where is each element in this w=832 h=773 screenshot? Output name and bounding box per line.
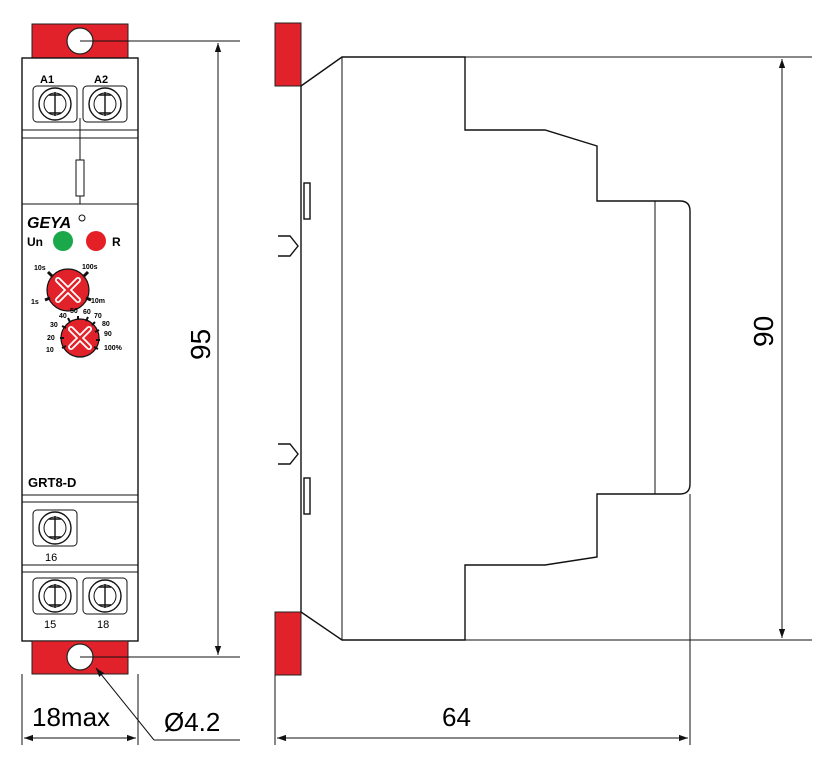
din-latch-lower (278, 443, 299, 465)
percent-label-20: 20 (47, 335, 55, 342)
terminal-label-15: 15 (44, 619, 56, 631)
percent-label-60: 60 (83, 309, 91, 316)
side-slot-upper (303, 182, 311, 220)
terminal-label-18: 18 (97, 619, 109, 631)
time-dial-label-10s: 10s (34, 265, 46, 272)
dimension-label-64: 64 (442, 702, 471, 732)
side-top-clip (274, 22, 302, 87)
side-slot-lower (303, 477, 311, 515)
model-label: GRT8-D (28, 475, 76, 490)
percent-label-40: 40 (59, 313, 67, 320)
side-bottom-clip (274, 611, 302, 676)
label-slot (75, 159, 85, 197)
dimension-label-95: 95 (185, 329, 216, 360)
terminal-screw-15 (32, 577, 78, 615)
terminal-label-a2: A2 (94, 74, 108, 86)
time-dial-label-1s: 1s (31, 299, 39, 306)
percent-label-90: 90 (104, 331, 112, 338)
dimension-label-hole: Ø4.2 (164, 707, 220, 737)
terminal-label-16: 16 (45, 552, 57, 564)
terminal-screw-18 (82, 577, 128, 615)
dimension-90: 90 (342, 56, 812, 641)
din-latch-upper (278, 235, 299, 257)
indicator-label-un: Un (27, 235, 43, 249)
percent-dial (60, 316, 100, 358)
terminal-screw-16 (32, 509, 78, 547)
dimension-64: 64 (274, 494, 691, 745)
front-view: A1 A2 GEYA Un R (21, 23, 139, 675)
percent-label-100: 100% (104, 345, 123, 352)
percent-label-70: 70 (94, 313, 102, 320)
relay-led-icon (86, 231, 106, 251)
side-view (274, 22, 691, 676)
indicator-label-r: R (112, 235, 121, 249)
power-led-icon (53, 231, 73, 251)
time-dial-label-10m: 10m (91, 298, 105, 305)
terminal-screw-a1 (32, 85, 78, 123)
dimension-hole: Ø4.2 (95, 667, 240, 741)
time-dial-label-100s: 100s (82, 264, 98, 271)
dimension-label-90: 90 (748, 316, 779, 347)
side-body-outline (300, 56, 691, 641)
time-range-dial (44, 268, 92, 312)
registered-mark-icon (78, 214, 86, 222)
terminal-label-a1: A1 (40, 74, 54, 86)
percent-label-50: 50 (70, 308, 78, 315)
terminal-screw-a2 (82, 85, 128, 123)
dimension-label-18max: 18max (32, 702, 110, 732)
percent-label-10: 10 (46, 347, 54, 354)
brand-logo: GEYA (27, 215, 71, 232)
dimension-95: 95 (80, 40, 240, 658)
percent-label-30: 30 (50, 322, 58, 329)
percent-label-80: 80 (102, 321, 110, 328)
dimension-18max: 18max (21, 674, 139, 745)
